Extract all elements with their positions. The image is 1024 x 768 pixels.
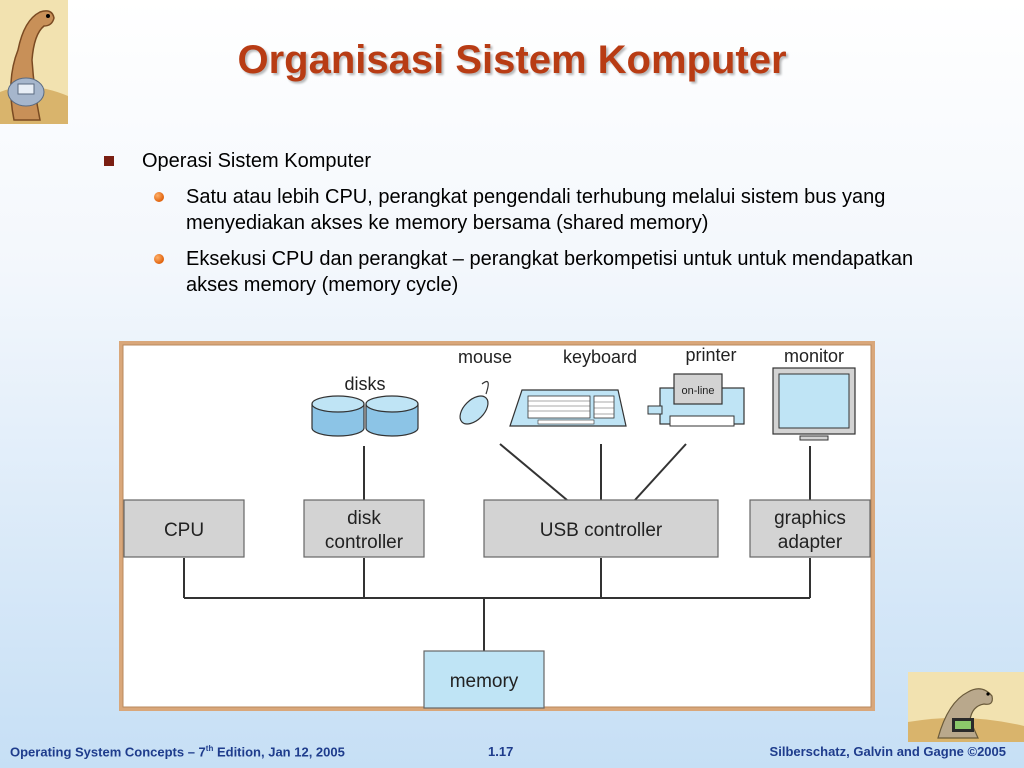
memory-box: memory bbox=[423, 650, 545, 709]
disk-controller-box: disk controller bbox=[303, 499, 425, 558]
round-bullet-icon bbox=[154, 254, 164, 264]
sub-bullet-1: Satu atau lebih CPU, perangkat pengendal… bbox=[104, 184, 924, 236]
sub-bullet-2-text: Eksekusi CPU dan perangkat – perangkat b… bbox=[186, 248, 914, 296]
sub-bullet-2: Eksekusi CPU dan perangkat – perangkat b… bbox=[104, 246, 924, 298]
cpu-box: CPU bbox=[123, 499, 245, 558]
usb-controller-label: USB controller bbox=[540, 520, 663, 541]
round-bullet-icon bbox=[154, 192, 164, 202]
mouse-label: mouse bbox=[458, 347, 512, 367]
bullet-main-text: Operasi Sistem Komputer bbox=[142, 150, 371, 172]
usb-controller-box: USB controller bbox=[483, 499, 719, 558]
monitor-icon bbox=[772, 367, 856, 441]
dinosaur-logo bbox=[0, 0, 68, 124]
disks-icon bbox=[311, 395, 419, 437]
disks-label: disks bbox=[344, 374, 385, 394]
monitor-label: monitor bbox=[784, 346, 844, 366]
printer-icon: on-line bbox=[647, 373, 745, 427]
disk-controller-label-2: controller bbox=[325, 532, 404, 553]
footer-title-suffix: Edition, Jan 12, 2005 bbox=[213, 744, 345, 760]
slide-title: Organisasi Sistem Komputer bbox=[237, 38, 787, 82]
printer-label: printer bbox=[685, 345, 736, 365]
memory-label: memory bbox=[450, 671, 519, 692]
footer-title-sup: th bbox=[205, 744, 214, 753]
printer-panel-label: on-line bbox=[681, 385, 714, 397]
square-bullet-icon bbox=[104, 156, 114, 166]
footer-book-title: Operating System Concepts – 7th Edition,… bbox=[10, 744, 345, 759]
keyboard-label: keyboard bbox=[563, 347, 637, 367]
sub-bullet-1-text: Satu atau lebih CPU, perangkat pengendal… bbox=[186, 186, 886, 234]
cpu-label: CPU bbox=[164, 520, 204, 541]
footer-page-number: 1.17 bbox=[488, 744, 514, 759]
graphics-adapter-label-1: graphics bbox=[774, 508, 846, 529]
mouse-icon bbox=[459, 381, 489, 425]
bullet-main: Operasi Sistem Komputer bbox=[104, 148, 924, 174]
keyboard-icon bbox=[509, 389, 627, 427]
computer-system-diagram: CPU disk controller USB controller graph… bbox=[119, 341, 875, 711]
footer-authors: Silberschatz, Galvin and Gagne ©2005 bbox=[769, 744, 1006, 759]
disk-controller-label-1: disk bbox=[347, 508, 381, 529]
bullet-list: Operasi Sistem Komputer Satu atau lebih … bbox=[104, 148, 924, 298]
dinosaur-logo bbox=[908, 672, 1024, 742]
graphics-adapter-box: graphics adapter bbox=[749, 499, 871, 558]
system-bus bbox=[183, 443, 811, 651]
graphics-adapter-label-2: adapter bbox=[778, 532, 843, 553]
footer-title-prefix: Operating System Concepts – 7 bbox=[10, 744, 206, 760]
